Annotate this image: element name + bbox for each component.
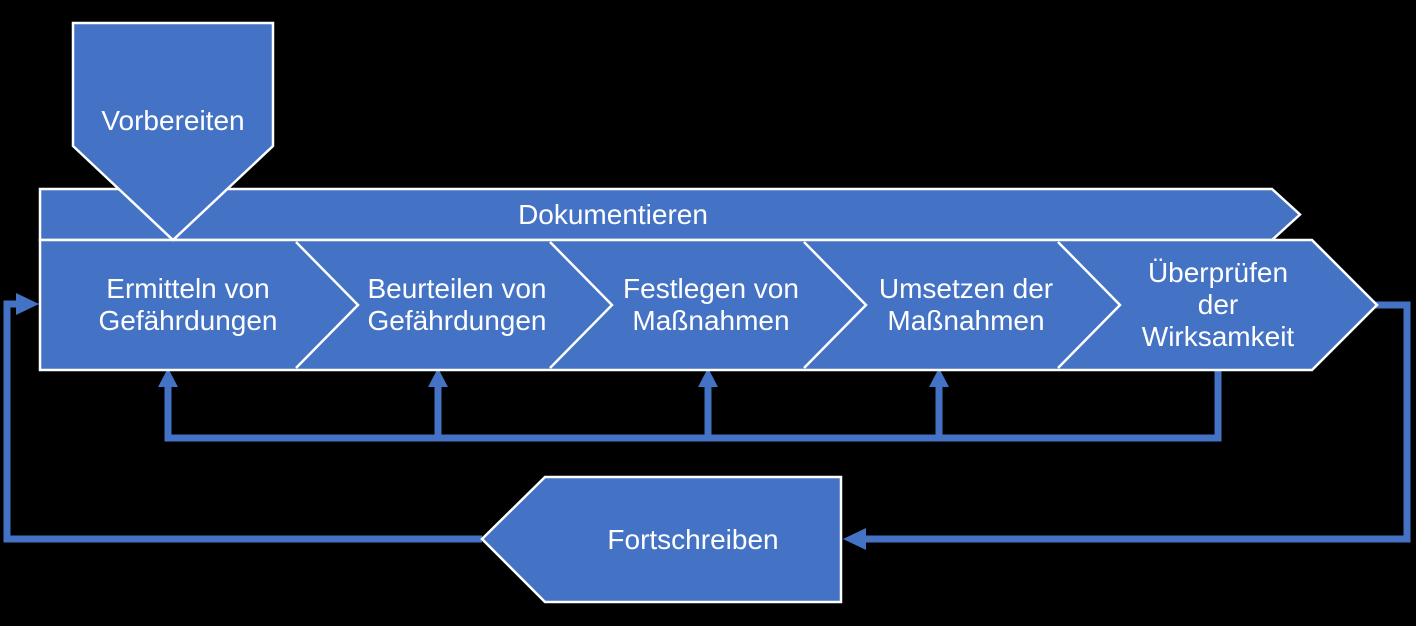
- chevron-separator-1: [295, 241, 360, 369]
- loop-left-line: [3, 300, 482, 543]
- documentation-banner-shape: [38, 187, 1302, 242]
- feedback-up-arrowhead-icon-3: [698, 368, 718, 387]
- chevron-separator-2: [549, 241, 614, 369]
- loop-right-arrowhead-icon: [843, 528, 866, 550]
- preparation-arrow-shape: [71, 21, 275, 242]
- loop-left-arrowhead-icon: [16, 293, 39, 315]
- feedback-inner-line: [164, 369, 1222, 442]
- process-chevron-bar-shape: [38, 238, 1379, 372]
- loop-right-line: [866, 301, 1411, 543]
- chevron-separator-4: [1057, 241, 1122, 369]
- chevron-separator-3: [803, 241, 868, 369]
- continuation-arrow-shape: [480, 475, 843, 604]
- feedback-up-arrowhead-icon-4: [929, 368, 949, 387]
- feedback-up-arrowhead-icon-2: [428, 368, 448, 387]
- feedback-up-arrowhead-icon-1: [158, 368, 178, 387]
